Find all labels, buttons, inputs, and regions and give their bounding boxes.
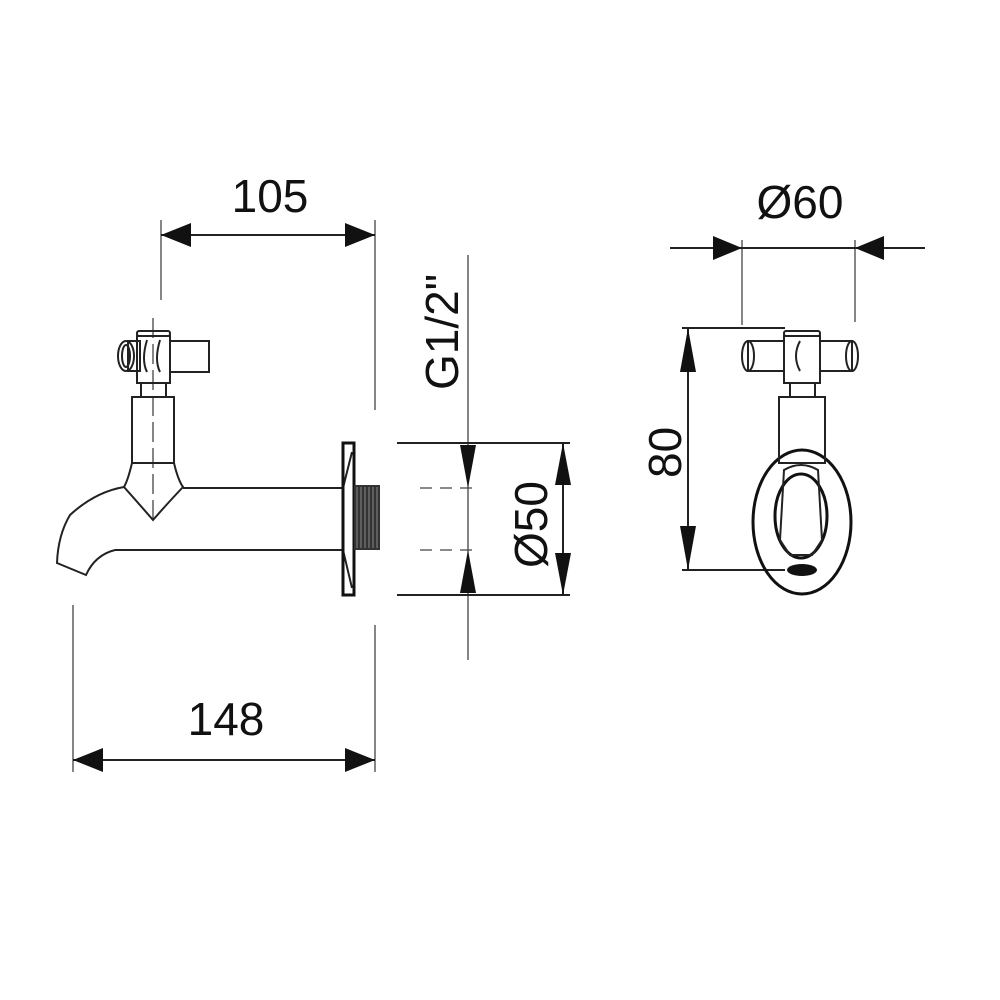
dimension-80: 80 xyxy=(639,327,785,571)
dimension-label-diameter-50: Ø50 xyxy=(505,481,557,568)
dimension-label-diameter-60: Ø60 xyxy=(757,176,844,228)
dimension-148: 148 xyxy=(72,605,376,772)
dimension-label-thread: G1/2" xyxy=(416,274,468,390)
side-view: 105 148 G1/2" Ø50 xyxy=(55,170,571,772)
dimension-diameter-50: Ø50 xyxy=(397,442,571,596)
dimension-diameter-60: Ø60 xyxy=(670,176,925,325)
dimension-label-148: 148 xyxy=(188,693,265,745)
faucet-side xyxy=(55,318,380,597)
dimension-105: 105 xyxy=(160,170,376,410)
dimension-label-105: 105 xyxy=(232,170,309,222)
faucet-front xyxy=(741,330,859,596)
dimension-thread: G1/2" xyxy=(416,255,476,660)
front-view: Ø60 80 xyxy=(639,176,925,596)
dimension-label-80: 80 xyxy=(639,427,691,478)
